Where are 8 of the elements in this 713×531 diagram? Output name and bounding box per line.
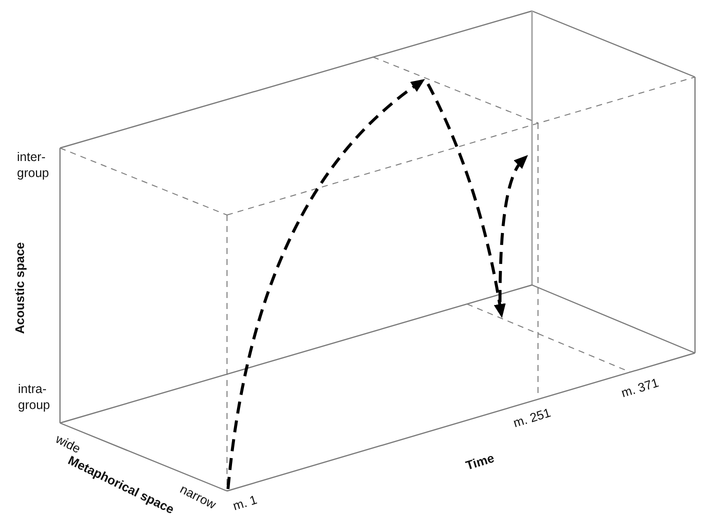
axis-title: Acoustic space bbox=[12, 242, 28, 334]
axis-tick-label: intra-group bbox=[18, 381, 50, 413]
axis-tick-label: wide bbox=[52, 431, 83, 456]
axis-tick-label: m. 251 bbox=[511, 404, 553, 432]
axis-title: Time bbox=[464, 450, 496, 474]
axis-tick-label: m. 371 bbox=[619, 374, 661, 402]
axis-tick-label: inter-group bbox=[17, 149, 49, 181]
axis-tick-label: m. 1 bbox=[231, 492, 259, 514]
